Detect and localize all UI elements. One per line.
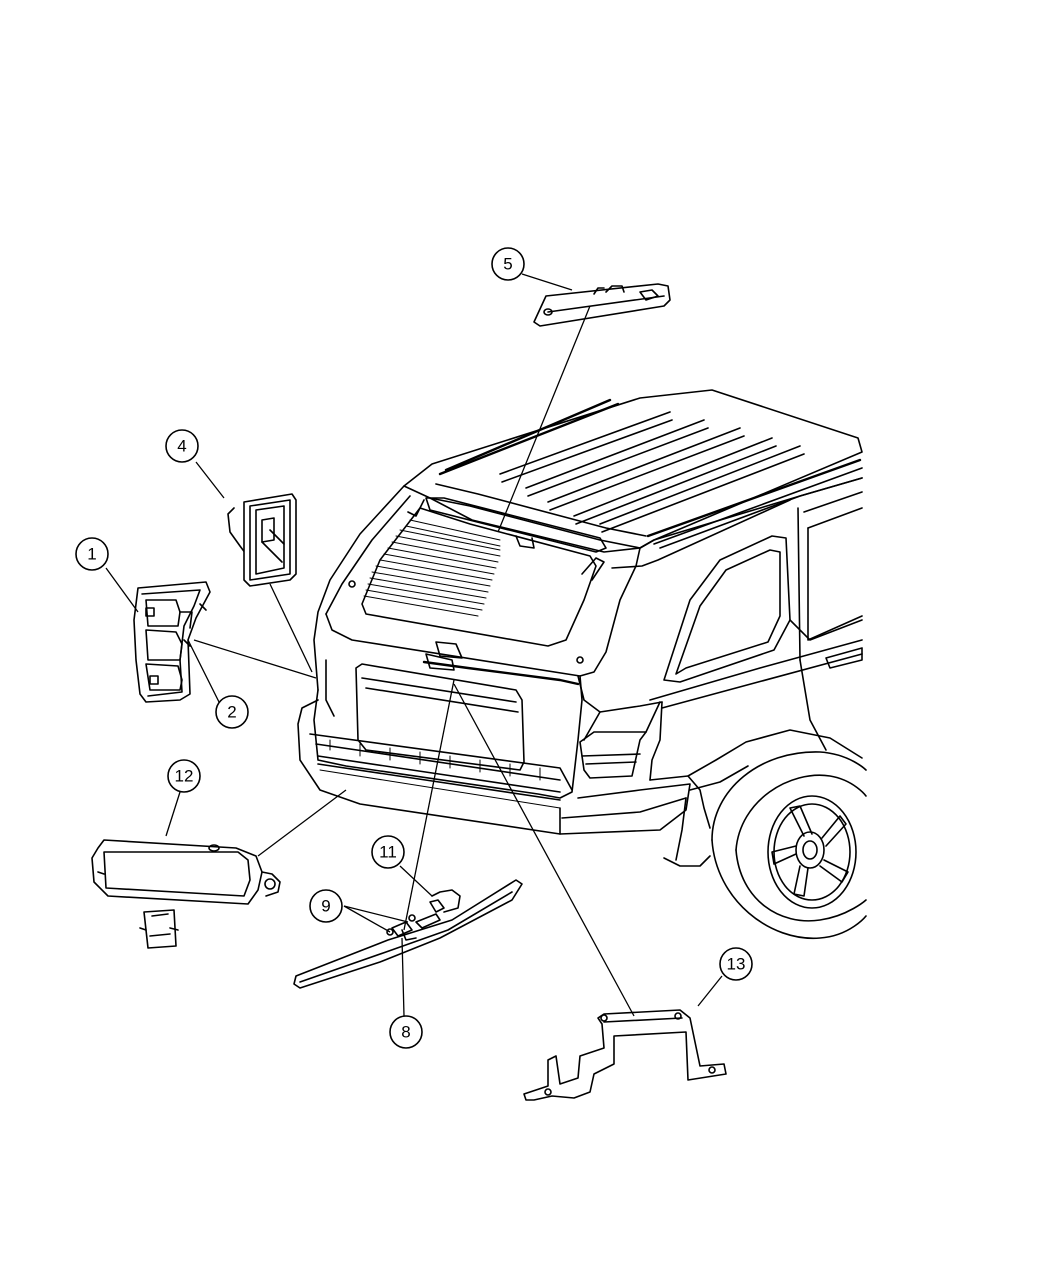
part-tail-lamp: [133, 581, 211, 703]
part-lamp-bar: [293, 879, 523, 989]
callout-12: 12: [167, 759, 201, 793]
callout-5-label: 5: [503, 255, 512, 274]
callout-13-label: 13: [727, 955, 746, 974]
part-high-mount-stop-lamp: [533, 283, 671, 327]
callout-13: 13: [719, 947, 753, 981]
callout-11: 11: [371, 835, 405, 869]
callout-9: 9: [309, 889, 343, 923]
callout-5: 5: [491, 247, 525, 281]
callout-11-label: 11: [379, 843, 397, 862]
callout-8: 8: [389, 1015, 423, 1049]
callout-4-label: 4: [177, 437, 186, 456]
callout-1-label: 1: [87, 545, 96, 564]
part-lamp-bezel: [227, 493, 297, 587]
part-bracket: [523, 1009, 727, 1101]
callout-1: 1: [75, 537, 109, 571]
callout-4: 4: [165, 429, 199, 463]
callout-12-label: 12: [175, 767, 194, 786]
callout-2-label: 2: [227, 703, 236, 722]
callout-8-label: 8: [401, 1023, 410, 1042]
callout-2: 2: [215, 695, 249, 729]
vehicle-body: [297, 389, 867, 939]
leader-lines: [105, 273, 723, 1017]
callout-9-label: 9: [321, 897, 330, 916]
part-license-lamp: [91, 839, 281, 949]
